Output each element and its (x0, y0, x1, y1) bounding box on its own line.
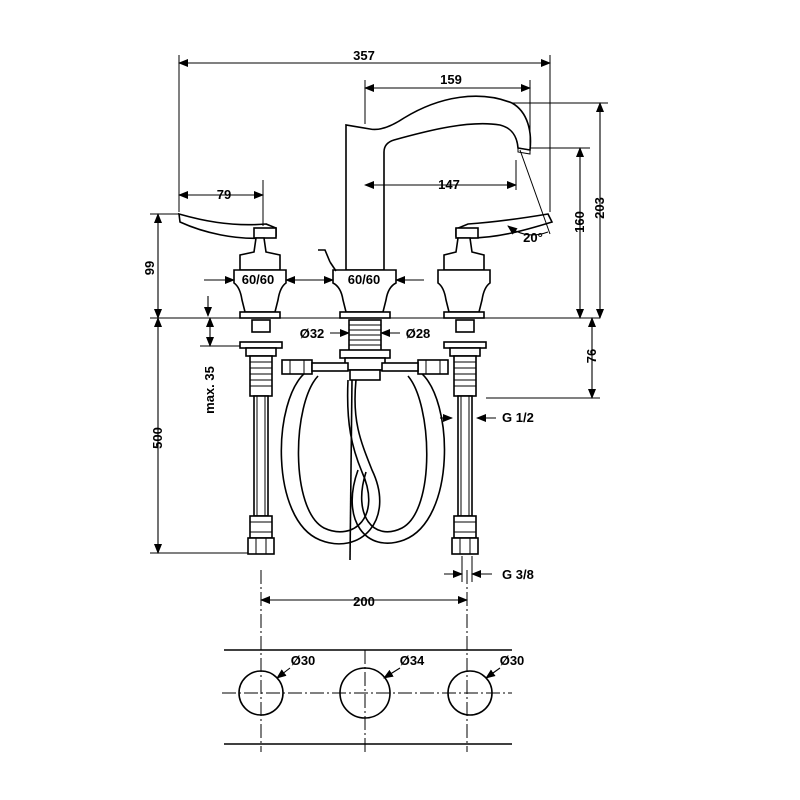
hole-left (238, 670, 284, 716)
mounting-hole-plan (224, 649, 512, 745)
dim-connection-lower: G 3/8 (502, 567, 534, 582)
left-handle (178, 212, 287, 319)
left-valve-underside (239, 319, 283, 555)
right-handle (437, 213, 554, 319)
dim-hose-length: 500 (150, 427, 165, 449)
dim-handle-base: 60/60 (242, 272, 275, 287)
hole-label-left: Ø30 (291, 653, 316, 668)
dim-spout-height: 160 (572, 211, 587, 233)
dim-total-height: 203 (592, 197, 607, 219)
dim-spout-base: 60/60 (348, 272, 381, 287)
dim-handle-height: 99 (142, 261, 157, 275)
dim-thread-inner: Ø28 (406, 326, 431, 341)
spout (318, 95, 532, 319)
dim-lever-length: 79 (217, 187, 231, 202)
hole-label-right: Ø30 (500, 653, 525, 668)
dim-spray-angle: 20° (523, 230, 543, 245)
dimension-lines (150, 55, 608, 604)
right-valve-underside (443, 319, 487, 555)
hole-middle (339, 667, 391, 719)
dim-max-deck: max. 35 (202, 366, 217, 414)
hole-right (447, 670, 493, 716)
hole-label-middle: Ø34 (400, 653, 425, 668)
dimension-labels: 357 159 147 79 99 60/60 60/60 160 203 20… (142, 48, 607, 668)
spout-shank-and-hoses (280, 319, 449, 561)
dim-spout-reach: 159 (440, 72, 462, 87)
dim-counter-thickness: 76 (584, 349, 599, 363)
dim-overall-width: 357 (353, 48, 375, 63)
dim-spout-inner-reach: 147 (438, 177, 460, 192)
dim-connection-upper: G 1/2 (502, 410, 534, 425)
dim-thread-outer: Ø32 (300, 326, 325, 341)
dim-hole-spacing: 200 (353, 594, 375, 609)
